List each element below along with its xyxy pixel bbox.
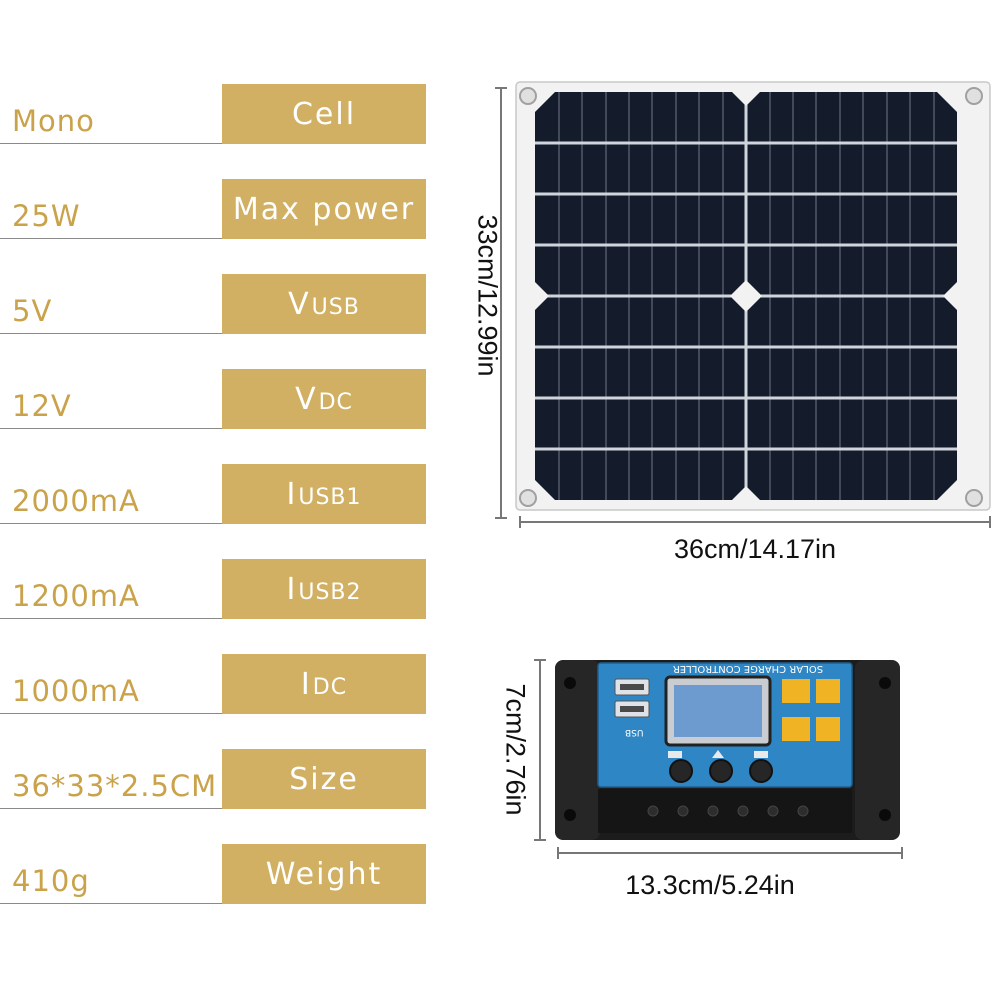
spec-label-text: Cell — [291, 96, 357, 132]
spec-divider — [0, 903, 222, 904]
usb-text: USB — [625, 727, 644, 737]
mcu-icon — [816, 679, 840, 703]
indicator-icon — [754, 751, 768, 758]
lock-icon — [782, 717, 810, 741]
spec-label-sub: USB — [311, 294, 360, 320]
spec-divider — [0, 238, 222, 239]
terminal-screw — [737, 805, 749, 817]
spec-label-text: V — [288, 286, 311, 322]
spec-label-text: V — [295, 381, 318, 417]
spec-divider — [0, 713, 222, 714]
mount-hole — [879, 809, 891, 821]
spec-label-text: Weight — [265, 856, 383, 892]
spec-divider — [0, 333, 222, 334]
spec-label-sub: USB2 — [298, 579, 362, 605]
controller-height-dimension: 7cm/2.76in — [500, 683, 531, 816]
panel-height-dimension: 33cm/12.99in — [472, 214, 503, 377]
terminal-screw — [797, 805, 809, 817]
spec-value: 5V — [12, 294, 53, 328]
spec-value: 25W — [12, 199, 81, 233]
spec-label: Weight — [222, 844, 426, 904]
spec-row-max-power: 25W Max power — [0, 179, 426, 239]
spec-value: Mono — [12, 104, 95, 138]
spec-value: 12V — [12, 389, 72, 423]
terminal-screw — [767, 805, 779, 817]
terminal-screw — [707, 805, 719, 817]
spec-divider — [0, 808, 222, 809]
spec-divider — [0, 428, 222, 429]
spec-label-text: Size — [289, 761, 359, 797]
controller-width-dimension: 13.3cm/5.24in — [625, 870, 795, 900]
timer-icon — [816, 717, 840, 741]
setting-icon — [782, 679, 810, 703]
up-button[interactable] — [709, 759, 733, 783]
spec-value: 410g — [12, 864, 90, 898]
spec-row-size: 36*33*2.5CM Size — [0, 749, 426, 809]
up-indicator-icon — [712, 750, 724, 758]
spec-value: 2000mA — [12, 484, 140, 518]
spec-label-text: I — [286, 476, 298, 512]
down-button[interactable] — [749, 759, 773, 783]
spec-value: 1200mA — [12, 579, 140, 613]
grommet-icon — [519, 489, 537, 507]
spec-label-sub: DC — [318, 389, 353, 415]
spec-label: Size — [222, 749, 426, 809]
terminal-strip — [598, 789, 852, 833]
menu-button[interactable] — [669, 759, 693, 783]
spec-row-weight: 410g Weight — [0, 844, 426, 904]
spec-divider — [0, 143, 222, 144]
controller-title: SOLAR CHARGE CONTROLLER — [672, 663, 824, 674]
spec-row-cell: Mono Cell — [0, 84, 426, 144]
mount-hole — [879, 677, 891, 689]
panel-cells — [535, 92, 957, 500]
solar-panel-image — [495, 81, 991, 528]
spec-value: 1000mA — [12, 674, 140, 708]
spec-label-text: I — [286, 571, 298, 607]
grommet-icon — [965, 87, 983, 105]
terminal-screw — [677, 805, 689, 817]
spec-divider — [0, 523, 222, 524]
spec-value: 36*33*2.5CM — [12, 769, 218, 803]
spec-label-text: I — [300, 666, 312, 702]
spec-label-sub: USB1 — [298, 484, 362, 510]
spec-label: Cell — [222, 84, 426, 144]
mount-hole — [564, 677, 576, 689]
spec-label-text: Max power — [232, 191, 416, 227]
grommet-icon — [965, 489, 983, 507]
panel-width-dimension: 36cm/14.17in — [673, 534, 837, 564]
spec-label: Max power — [222, 179, 426, 239]
spec-label-sub: DC — [312, 674, 348, 700]
charge-controller-image — [534, 659, 903, 859]
spec-divider — [0, 618, 222, 619]
terminal-screw — [647, 805, 659, 817]
indicator-icon — [668, 751, 682, 758]
mount-hole — [564, 809, 576, 821]
grommet-icon — [519, 87, 537, 105]
